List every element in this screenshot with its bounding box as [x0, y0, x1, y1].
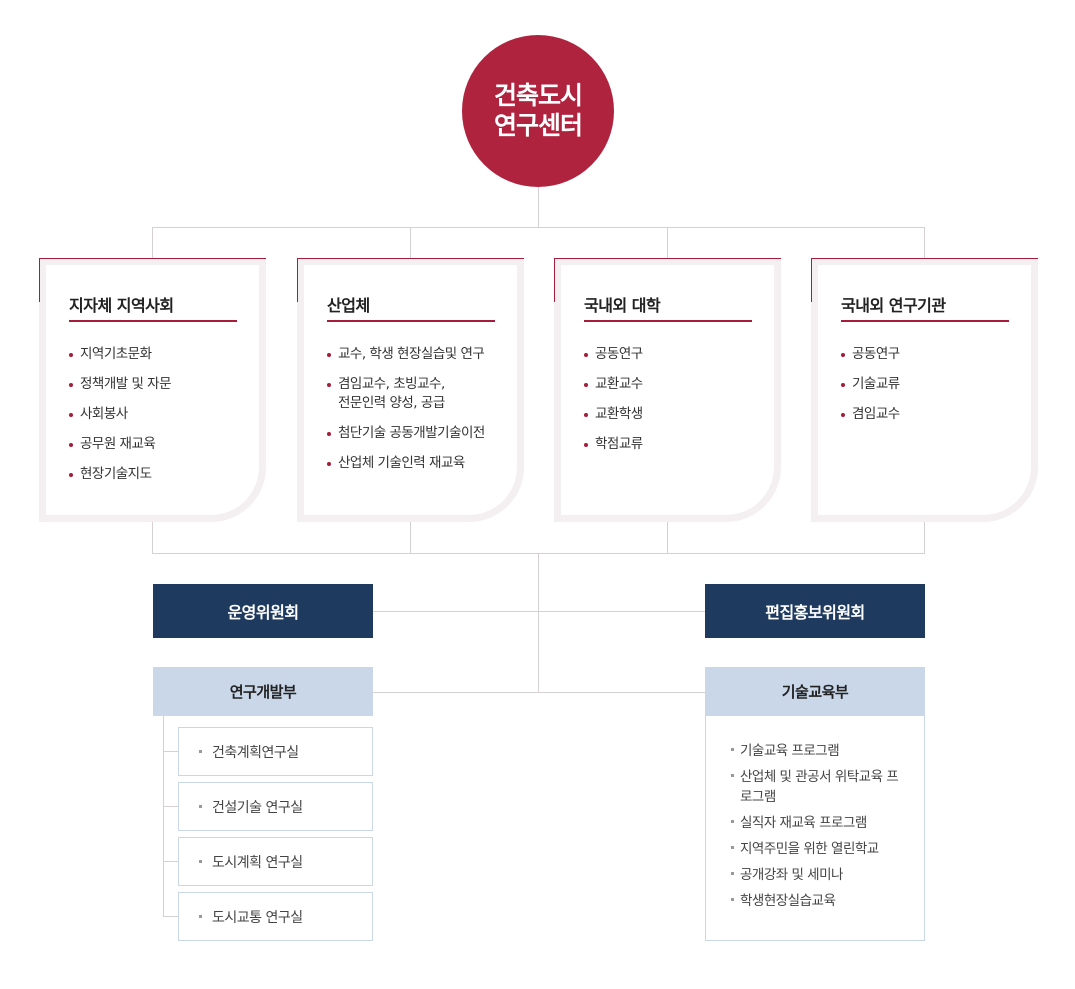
lab-name: 건설기술 연구실	[212, 799, 303, 816]
partner-card-industry: 산업체 교수, 학생 현장실습및 연구 겸임교수, 초빙교수, 전문인력 양성,…	[297, 258, 524, 522]
list-item: 공무원 재교육	[69, 435, 259, 454]
connector	[163, 751, 178, 752]
editorial-committee: 편집홍보위원회	[705, 584, 925, 638]
lab-box: 건축계획연구실	[178, 727, 373, 776]
list-item: 교환교수	[584, 375, 774, 394]
card-title: 국내외 대학	[584, 296, 661, 315]
lab-box: 도시계획 연구실	[178, 837, 373, 886]
education-department: 기술교육부	[705, 667, 925, 716]
connector	[152, 227, 925, 228]
card-title: 국내외 연구기관	[841, 296, 946, 315]
partner-card-universities: 국내외 대학 공동연구 교환교수 교환학생 학점교류	[554, 258, 781, 522]
connector	[410, 227, 411, 258]
steering-committee: 운영위원회	[153, 584, 373, 638]
list-item: 교환학생	[584, 405, 774, 424]
list-item: 기술교육 프로그램	[731, 741, 904, 761]
connector	[163, 716, 164, 917]
list-item: 산업체 기술인력 재교육	[327, 454, 507, 473]
card-title: 산업체	[327, 296, 370, 315]
lab-name: 건축계획연구실	[212, 744, 299, 761]
list-item: 교수, 학생 현장실습및 연구	[327, 345, 507, 364]
connector	[152, 227, 153, 258]
connector	[163, 861, 178, 862]
list-item: 공동연구	[584, 345, 774, 364]
list-item: 정책개발 및 자문	[69, 375, 259, 394]
connector	[924, 227, 925, 258]
connector	[152, 522, 153, 553]
education-programs: 기술교육 프로그램 산업체 및 관공서 위탁교육 프로그램 실직자 재교육 프로…	[705, 716, 925, 941]
center-title-line1: 건축도시	[493, 81, 583, 110]
lab-box: 건설기술 연구실	[178, 782, 373, 831]
lab-name: 도시계획 연구실	[212, 854, 303, 871]
connector	[410, 522, 411, 553]
list-item: 실직자 재교육 프로그램	[731, 813, 904, 833]
rnd-department: 연구개발부	[153, 667, 373, 716]
connector	[538, 187, 539, 227]
list-item: 현장기술지도	[69, 465, 259, 484]
lab-box: 도시교통 연구실	[178, 892, 373, 941]
connector	[373, 692, 705, 693]
card-title: 지자체 지역사회	[69, 296, 174, 315]
center-title-line2: 연구센터	[493, 111, 583, 140]
connector	[373, 611, 705, 612]
list-item: 공개강좌 및 세미나	[731, 865, 904, 885]
partner-card-institutes: 국내외 연구기관 공동연구 기술교류 겸임교수	[811, 258, 1038, 522]
connector	[538, 553, 539, 692]
connector	[163, 916, 178, 917]
list-item: 겸임교수	[841, 405, 1031, 424]
list-item: 학생현장실습교육	[731, 891, 904, 911]
connector	[667, 522, 668, 553]
center-node: 건축도시 연구센터	[462, 35, 614, 187]
list-item: 지역기초문화	[69, 345, 259, 364]
list-item: 기술교류	[841, 375, 1031, 394]
connector	[924, 522, 925, 553]
list-item: 사회봉사	[69, 405, 259, 424]
list-item: 첨단기술 공동개발기술이전	[327, 424, 507, 443]
list-item: 겸임교수, 초빙교수, 전문인력 양성, 공급	[327, 375, 457, 413]
partner-card-local: 지자체 지역사회 지역기초문화 정책개발 및 자문 사회봉사 공무원 재교육 현…	[39, 258, 266, 522]
list-item: 공동연구	[841, 345, 1031, 364]
list-item: 학점교류	[584, 435, 774, 454]
connector	[667, 227, 668, 258]
list-item: 산업체 및 관공서 위탁교육 프로그램	[731, 767, 904, 807]
list-item: 지역주민을 위한 열린학교	[731, 839, 904, 859]
connector	[163, 806, 178, 807]
lab-name: 도시교통 연구실	[212, 909, 303, 926]
